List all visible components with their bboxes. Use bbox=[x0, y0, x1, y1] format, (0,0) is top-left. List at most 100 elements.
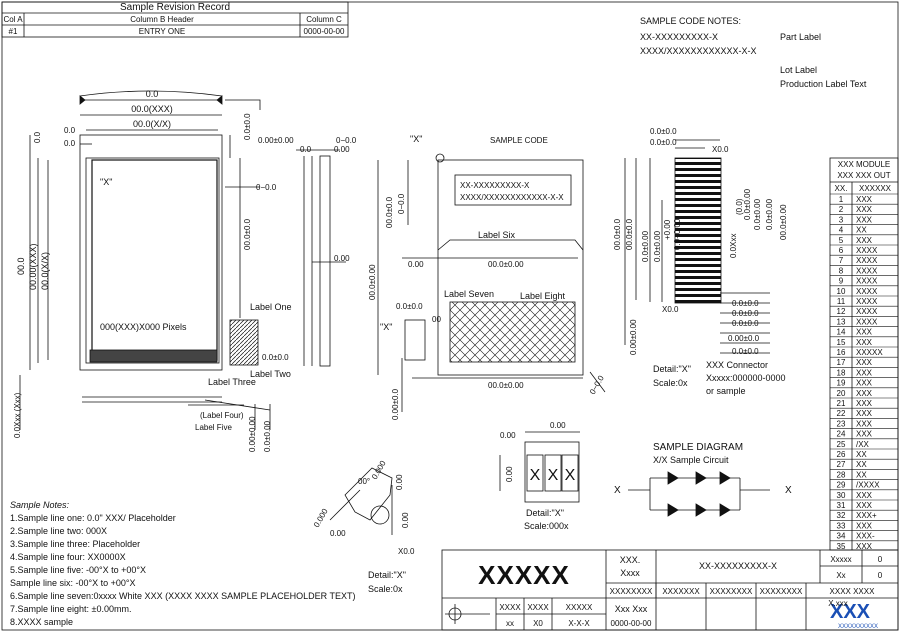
dim-3-04: 0−0.0 bbox=[336, 136, 357, 145]
pixel-resolution: 000(XXX)X000 Pixels bbox=[100, 322, 187, 332]
pin-number: 29 bbox=[837, 481, 846, 490]
zif-line-1: XXX Connector bbox=[706, 360, 768, 370]
dim-2-9: 0.0 bbox=[64, 139, 76, 148]
pin-symbol: XXXX bbox=[856, 266, 878, 275]
revision-col-rec: Col A bbox=[3, 15, 23, 24]
pin-number: 31 bbox=[837, 501, 846, 510]
dim-45-9: 00.0±0.00 bbox=[488, 260, 524, 269]
pin-number: 6 bbox=[839, 246, 844, 255]
dim-a-2-0: 0.0±0.0 bbox=[650, 127, 677, 136]
sheet-label: Xxxxx bbox=[830, 555, 851, 564]
scale-value: X-X-X bbox=[568, 619, 590, 628]
pin-symbol: XXXX bbox=[856, 307, 878, 316]
title-block bbox=[441, 549, 899, 631]
dim-a-10-5: 00.0±0.00 bbox=[779, 204, 788, 240]
spec-line: 3.Sample line three: Placeholder bbox=[10, 539, 140, 549]
of-value: 0 bbox=[878, 571, 883, 580]
contact-spring-label: Label Six bbox=[478, 230, 516, 240]
dim-d-0-06: 0.00 bbox=[500, 431, 516, 440]
dim-0-65: 0.00 bbox=[334, 145, 350, 154]
pin-number: 7 bbox=[839, 256, 844, 265]
pin-symbol: /XXXX bbox=[856, 481, 880, 490]
spec-line: Sample line six: -00°X to +00°X bbox=[10, 578, 136, 588]
pin-number: 21 bbox=[837, 399, 846, 408]
pin-symbol: XXX bbox=[856, 501, 873, 510]
dim-a-0-1: 0.0±0.0 bbox=[732, 299, 759, 308]
dim-a-11-1: 00.0±0.0 bbox=[613, 218, 622, 250]
pin-number: 4 bbox=[839, 226, 844, 235]
detail-a-scale: Scale:0x bbox=[653, 378, 688, 388]
dim-1-4: 0.0 bbox=[64, 126, 76, 135]
dim-1-55: 0.00 bbox=[408, 260, 424, 269]
specification: Sample Notes: 1.Sample line one: 0.0" XX… bbox=[10, 500, 355, 627]
spec-line: 2.Sample line two: 000X bbox=[10, 526, 107, 536]
pinout-title-1: XXX MODULE bbox=[838, 160, 890, 169]
single-area-label: Label Two bbox=[250, 369, 291, 379]
dim-b-24: 00° bbox=[358, 477, 370, 486]
pin-number: 23 bbox=[837, 419, 846, 428]
pin-number: 22 bbox=[837, 409, 846, 418]
dim-0-03: 0.00±0.00 bbox=[248, 416, 257, 452]
pin-symbol: XXX bbox=[856, 491, 873, 500]
pin-number: 2 bbox=[839, 205, 844, 214]
kapton-tape-label: Label Eight bbox=[520, 291, 566, 301]
detail-a-label: Detail:"X" bbox=[653, 364, 691, 374]
dim-6-0: 0.0±0.0 bbox=[243, 113, 252, 140]
pin-number: 32 bbox=[837, 511, 846, 520]
unit-label: XXXX bbox=[499, 603, 521, 612]
subpixel-r: X bbox=[530, 467, 541, 484]
pin-number: 13 bbox=[837, 317, 846, 326]
subpixel-b: X bbox=[565, 467, 576, 484]
pin-symbol: XXX bbox=[856, 430, 873, 439]
pin-number: 27 bbox=[837, 460, 846, 469]
detail-d-marker: "X" bbox=[100, 177, 112, 187]
dim-aa-width: 00.0(X/X) bbox=[133, 119, 171, 129]
dim-2-06: 0.00±0.00 bbox=[258, 136, 294, 145]
revision-row-content: ENTRY ONE bbox=[139, 27, 185, 36]
jetink-title: SAMPLE CODE NOTES: bbox=[640, 16, 741, 26]
revision-col-date: Column C bbox=[306, 15, 342, 24]
pin-symbol: XXX bbox=[856, 542, 873, 551]
pin-symbol: XXX bbox=[856, 236, 873, 245]
pin-number: 18 bbox=[837, 368, 846, 377]
pin-symbol: XXX bbox=[856, 379, 873, 388]
pin-number: 24 bbox=[837, 430, 846, 439]
dim-a-9-6: 0.0±0.00 bbox=[765, 198, 774, 230]
zif-line-2: Xxxxx:000000-0000 bbox=[706, 373, 786, 383]
pin-symbol: XXXX bbox=[856, 317, 878, 326]
rear-box-pattern: XXXX/XXXXXXXXXXXX-X-X bbox=[460, 193, 564, 202]
jet-ink-code-label: SAMPLE CODE bbox=[490, 136, 548, 145]
pin-number: 1 bbox=[839, 195, 844, 204]
pin-number: 17 bbox=[837, 358, 846, 367]
pinout-title-2: XXX XXX OUT bbox=[837, 171, 890, 180]
pin-number: 30 bbox=[837, 491, 846, 500]
dim-a-0-35: 0.0±0.00 bbox=[753, 198, 762, 230]
dim-overall-width: 0.0 bbox=[146, 89, 159, 99]
pin-symbol: XXX bbox=[856, 399, 873, 408]
dim-a-0-3: 0.0±0.00 bbox=[653, 230, 662, 262]
circuit-subtitle: X/X Sample Circuit bbox=[653, 455, 729, 465]
pin-symbol: XXXX bbox=[856, 297, 878, 306]
circuit-diagram bbox=[628, 471, 770, 517]
brand-logo: XXXXX bbox=[478, 560, 570, 590]
pin-symbol: XXX bbox=[856, 215, 873, 224]
dim-a-0-03: 0.0±0.00 bbox=[743, 188, 752, 220]
dim-a-r02-lower: X0.0 bbox=[662, 305, 679, 314]
brand-top: XXX bbox=[830, 601, 871, 623]
dim-2-1: 0−0.0 bbox=[588, 373, 606, 396]
pin-number: 25 bbox=[837, 440, 846, 449]
pin-number: 26 bbox=[837, 450, 846, 459]
pin-number: 34 bbox=[837, 532, 846, 541]
dim-d-0-18: 0.00 bbox=[550, 421, 566, 430]
pin-symbol: XX bbox=[856, 460, 867, 469]
dim-4-0: 0.0±0.0 bbox=[262, 353, 289, 362]
verified-label: XXXXXXXX bbox=[710, 587, 753, 596]
jetink-prod-label: Production Label Text bbox=[780, 79, 867, 89]
designed-label: XXXXXXXX bbox=[610, 587, 653, 596]
pin-symbol: XX bbox=[856, 226, 867, 235]
model-number: XX-XXXXXXXXX-X bbox=[699, 561, 777, 571]
dim-a-1-1: 0.0±0.0 bbox=[732, 319, 759, 328]
dim-lcd-width: 00.0(XXX) bbox=[131, 104, 173, 114]
pin-number: 12 bbox=[837, 307, 846, 316]
